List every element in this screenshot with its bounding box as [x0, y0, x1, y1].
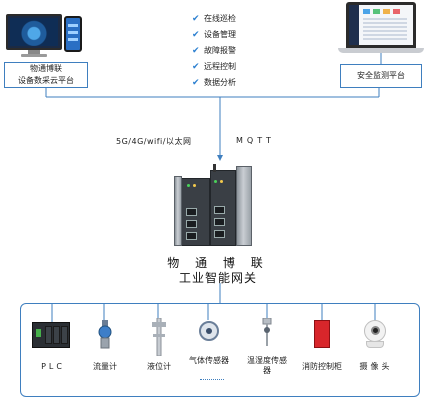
- gas-sensor-icon: [199, 321, 219, 341]
- iot-cloud-platform-box: 物通博联 设备数采云平台: [4, 62, 88, 88]
- laptop-icon: [346, 2, 416, 48]
- selection-underline: [200, 379, 224, 380]
- desktop-monitor-icon: [6, 14, 62, 50]
- feature-item: ✔数据分析: [192, 77, 236, 88]
- device-links: [51, 303, 376, 322]
- protocol-label: MQTT: [236, 136, 275, 145]
- safety-platform-label: 安全监测平台: [357, 71, 405, 80]
- safety-monitoring-platform-box: 安全监测平台: [340, 64, 422, 88]
- check-icon: ✔: [192, 61, 200, 72]
- check-icon: ✔: [192, 45, 200, 56]
- plc-icon: [32, 322, 70, 348]
- feature-item: ✔设备管理: [192, 29, 236, 40]
- device-label-camera: 摄像头: [359, 362, 393, 371]
- device-label-fire-control-cabinet: 消防控制柜: [302, 362, 342, 371]
- flowmeter-icon: [98, 320, 112, 349]
- platform-subtitle: 设备数采云平台: [18, 76, 74, 85]
- device-label-plc: PLC: [41, 362, 65, 371]
- gateway-brand: 物 通 博 联: [167, 256, 269, 270]
- device-label-flowmeter: 流量计: [93, 362, 117, 371]
- device-label-gas-sensor: 气体传感器: [189, 356, 229, 365]
- check-icon: ✔: [192, 77, 200, 88]
- feature-item: ✔故障报警: [192, 45, 236, 56]
- laptop-base: [338, 48, 424, 53]
- feature-item: ✔远程控制: [192, 61, 236, 72]
- feature-item: ✔在线巡检: [192, 13, 236, 24]
- temp-humidity-sensor-icon: [262, 318, 272, 346]
- monitor-stand: [28, 50, 40, 55]
- field-devices-frame: [20, 303, 420, 397]
- fire-control-cabinet-icon: [314, 320, 330, 348]
- camera-base: [366, 341, 384, 348]
- camera-icon: [364, 320, 386, 342]
- smartphone-icon: [64, 16, 82, 52]
- gateway-title: 工业智能网关: [178, 271, 257, 285]
- platform-name: 物通博联: [30, 64, 62, 73]
- monitor-base: [21, 54, 47, 57]
- device-label-level-gauge: 液位计: [147, 362, 171, 371]
- check-icon: ✔: [192, 13, 200, 24]
- network-type-label: 5G/4G/wifi/以太网: [116, 137, 192, 146]
- level-gauge-icon: [152, 318, 166, 356]
- check-icon: ✔: [192, 29, 200, 40]
- device-label-temp-humidity-sensor: 温湿度传感器: [247, 356, 287, 375]
